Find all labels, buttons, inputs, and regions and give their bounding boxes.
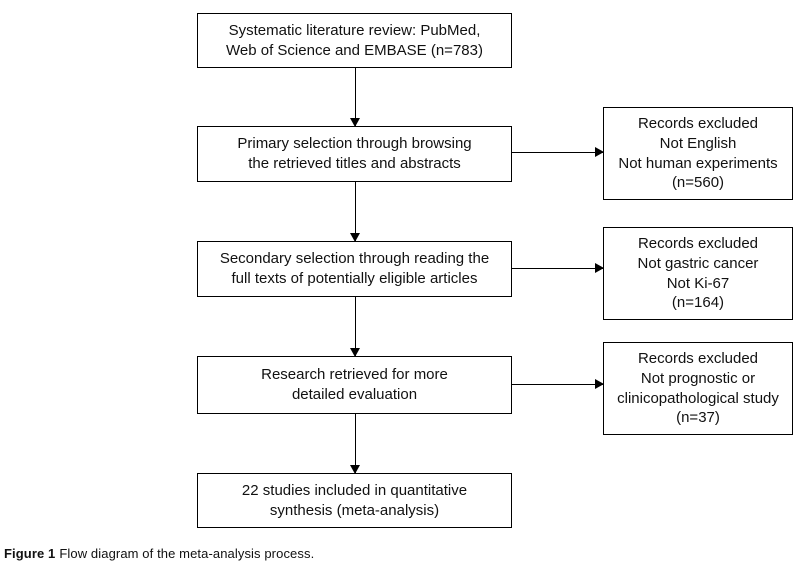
flow-box-excluded-evaluation: Records excluded Not prognostic or clini… <box>603 342 793 435</box>
arrow-line <box>354 297 357 356</box>
arrowhead-right-icon <box>595 263 604 273</box>
arrowhead-right-icon <box>595 147 604 157</box>
arrowhead-right-icon <box>595 379 604 389</box>
arrow-line <box>512 383 603 386</box>
arrow-down-2 <box>350 182 361 242</box>
arrow-down-1 <box>350 68 361 127</box>
flow-box-included-studies: 22 studies included in quantitative synt… <box>197 473 512 528</box>
arrowhead-down-icon <box>350 465 360 474</box>
arrowhead-down-icon <box>350 233 360 242</box>
figure-caption-label: Figure 1 <box>4 546 56 561</box>
arrow-down-4 <box>350 414 361 474</box>
flow-box-excluded-secondary: Records excluded Not gastric cancer Not … <box>603 227 793 320</box>
arrow-right-2 <box>512 263 604 274</box>
arrowhead-down-icon <box>350 348 360 357</box>
arrow-line <box>512 267 603 270</box>
flow-box-detailed-evaluation: Research retrieved for more detailed eva… <box>197 356 512 414</box>
figure-caption-text: Flow diagram of the meta-analysis proces… <box>59 546 315 561</box>
arrowhead-down-icon <box>350 118 360 127</box>
arrow-down-3 <box>350 297 361 357</box>
arrow-right-3 <box>512 379 604 390</box>
flow-box-secondary-selection: Secondary selection through reading the … <box>197 241 512 297</box>
arrow-line <box>512 151 603 154</box>
flow-box-literature-search: Systematic literature review: PubMed, We… <box>197 13 512 68</box>
flow-box-primary-selection: Primary selection through browsing the r… <box>197 126 512 182</box>
arrow-right-1 <box>512 147 604 158</box>
arrow-line <box>354 182 357 241</box>
arrow-line <box>354 414 357 473</box>
arrow-line <box>354 68 357 126</box>
flow-box-excluded-primary: Records excluded Not English Not human e… <box>603 107 793 200</box>
